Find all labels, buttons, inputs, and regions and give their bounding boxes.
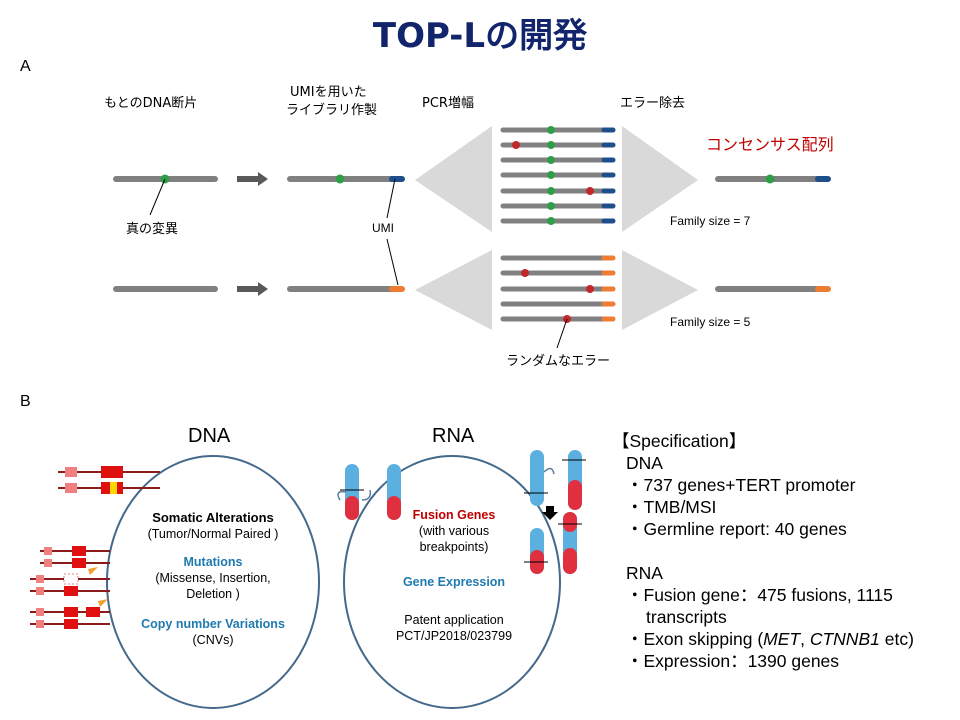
- true-mutation-label: 真の変異: [126, 222, 179, 237]
- spec-panel: 【Specification】 DNA ・737 genes+TERT prom…: [612, 430, 914, 672]
- umi-pointer-bottom: [386, 238, 399, 286]
- pcr-reads-bottom: [500, 255, 616, 323]
- dna-strands-icon: [58, 466, 160, 494]
- fusion-sub-2: breakpoints): [419, 540, 489, 554]
- family-size-top: Family size = 7: [670, 214, 751, 228]
- rna-chromosome-left-icon: [337, 464, 401, 520]
- rna-chromosome-right-icon: [524, 450, 586, 574]
- family-size-bottom: Family size = 5: [670, 315, 751, 329]
- mutations-sub-1: (Missense, Insertion,: [155, 571, 271, 585]
- true-mutation-pointer: [149, 178, 166, 216]
- spec-rna-fusion-2: transcripts: [646, 607, 727, 627]
- spec-rna-expression: ・Expression：1390 genes: [626, 651, 840, 671]
- pcr-funnel-bottom: [415, 250, 492, 330]
- cnv-sub: (CNVs): [192, 633, 234, 647]
- fusion-title: Fusion Genes: [412, 508, 496, 522]
- cnv-strands-icon: [30, 546, 110, 629]
- exon-sep: ,: [800, 629, 810, 649]
- patent-line-2: PCT/JP2018/023799: [395, 629, 513, 643]
- expression-title: Gene Expression: [402, 575, 506, 589]
- spec-header: 【Specification】: [612, 431, 747, 451]
- spec-rna-exon: ・Exon skipping (MET, CTNNB1 etc): [612, 628, 914, 650]
- fusion-sub-1: (with various: [418, 524, 490, 538]
- step-umi-label-1: UMIを用いた: [290, 85, 367, 100]
- spec-dna-item: ・737 genes+TERT promoter: [626, 475, 856, 495]
- rna-heading: RNA: [432, 425, 475, 447]
- exon-suffix: etc): [879, 629, 914, 649]
- somatic-title: Somatic Alterations: [152, 510, 274, 525]
- page-title: TOP-Lの開発: [372, 16, 588, 56]
- step-error-removal-label: エラー除去: [620, 96, 686, 111]
- mutation-marker: [335, 174, 345, 184]
- random-error-pointer: [556, 318, 568, 349]
- section-b-label: B: [20, 393, 31, 410]
- spec-dna-label: DNA: [626, 453, 663, 473]
- mutations-title: Mutations: [183, 555, 243, 569]
- step-pcr-label: PCR増幅: [422, 96, 474, 111]
- somatic-sub: (Tumor/Normal Paired ): [147, 527, 279, 541]
- random-error-label: ランダムなエラー: [506, 354, 611, 369]
- dna-circle-content: Somatic Alterations (Tumor/Normal Paired…: [110, 510, 316, 648]
- arrow-icon: [237, 172, 268, 186]
- rna-circle: [343, 455, 561, 709]
- cnv-title: Copy number Variations: [141, 617, 285, 631]
- pcr-funnel-top: [415, 126, 492, 232]
- spec-rna-fusion-1: ・Fusion gene：475 fusions, 1115: [626, 585, 893, 605]
- exon-gene-met: MET: [763, 629, 801, 649]
- spec-dna-item: ・Germline report: 40 genes: [626, 519, 847, 539]
- spec-dna-item: ・TMB/MSI: [626, 497, 717, 517]
- section-a-label: A: [20, 58, 31, 75]
- umi-label: UMI: [372, 221, 394, 235]
- step-umi-label-2: ライブラリ作製: [286, 103, 378, 118]
- pcr-reads-top: [500, 126, 616, 225]
- arrow-icon: [237, 282, 268, 296]
- dna-heading: DNA: [188, 425, 231, 447]
- step-original-label: もとのDNA断片: [104, 96, 198, 111]
- patent-line-1: Patent application: [404, 613, 504, 627]
- spec-rna-label: RNA: [626, 563, 663, 583]
- exon-prefix: ・Exon skipping (: [626, 629, 764, 649]
- dna-circle: [106, 455, 320, 709]
- rna-circle-content: Fusion Genes (with various breakpoints) …: [352, 507, 556, 644]
- consensus-label: コンセンサス配列: [706, 135, 834, 154]
- exon-gene-ctnnb1: CTNNB1: [809, 629, 880, 649]
- consensus-funnel-top: [622, 126, 698, 232]
- consensus-funnel-bottom: [622, 250, 698, 330]
- mutations-sub-2: Deletion ): [186, 587, 240, 601]
- umi-pointer-top: [386, 178, 396, 219]
